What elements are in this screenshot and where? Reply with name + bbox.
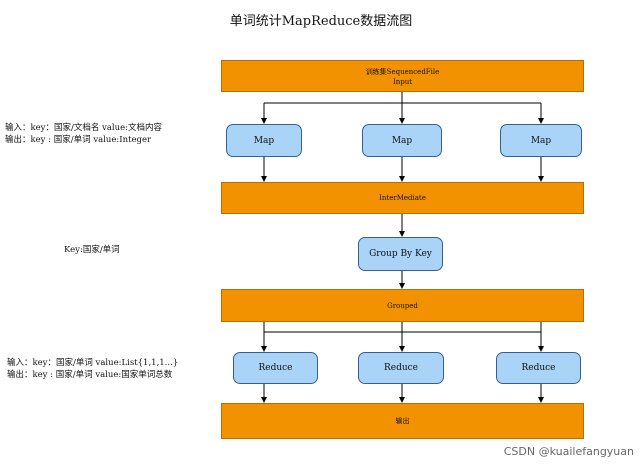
map-node-1: Map bbox=[226, 124, 302, 157]
map-output-note: 输出：key : 国家/单词 value:Integer bbox=[5, 135, 152, 145]
reduce-output-note: 输出：key : 国家/单词 value:国家单词总数 bbox=[7, 370, 173, 380]
group-by-key-node: Group By Key bbox=[358, 237, 443, 271]
reduce-node-2: Reduce bbox=[358, 352, 444, 384]
grouped-label: Grouped bbox=[387, 302, 418, 310]
reduce-node-3: Reduce bbox=[496, 352, 581, 384]
group-key-label: Key:国家/单词 bbox=[64, 245, 120, 255]
reduce-label: Reduce bbox=[383, 363, 419, 373]
reduce-input-note: 输入：key：国家/单词 value:List{1,1,1...} bbox=[7, 358, 179, 368]
output-bar: 输出 bbox=[221, 403, 584, 439]
input-bar-line2: Input bbox=[392, 78, 413, 86]
diagram-title: 单词统计MapReduce数据流图 bbox=[229, 14, 413, 29]
map-label: Map bbox=[391, 136, 413, 146]
map-node-2: Map bbox=[362, 124, 442, 157]
input-bar: 训练集SequencedFile Input bbox=[221, 60, 584, 92]
grouped-bar: Grouped bbox=[221, 289, 584, 322]
map-label: Map bbox=[530, 136, 552, 146]
map-label: Map bbox=[253, 136, 275, 146]
reduce-label: Reduce bbox=[258, 363, 293, 373]
map-node-3: Map bbox=[500, 124, 582, 157]
reduce-label: Reduce bbox=[521, 363, 556, 373]
intermediate-bar: InterMediate bbox=[221, 182, 584, 214]
reduce-node-1: Reduce bbox=[233, 352, 318, 384]
map-input-note: 输入：key：国家/文档名 value:文档内容 bbox=[5, 123, 163, 133]
output-label: 输出 bbox=[395, 417, 410, 425]
intermediate-label: InterMediate bbox=[379, 194, 426, 202]
reduce-io-note: 输入：key：国家/单词 value:List{1,1,1...} 输出：key… bbox=[7, 357, 178, 381]
group-key-note: Key:国家/单词 bbox=[64, 244, 120, 256]
watermark: CSDN @kuailefangyuan bbox=[503, 445, 634, 458]
input-bar-line1: 训练集SequencedFile bbox=[365, 68, 440, 76]
group-by-key-label: Group By Key bbox=[369, 249, 432, 259]
map-io-note: 输入：key：国家/文档名 value:文档内容 输出：key : 国家/单词 … bbox=[5, 122, 162, 146]
